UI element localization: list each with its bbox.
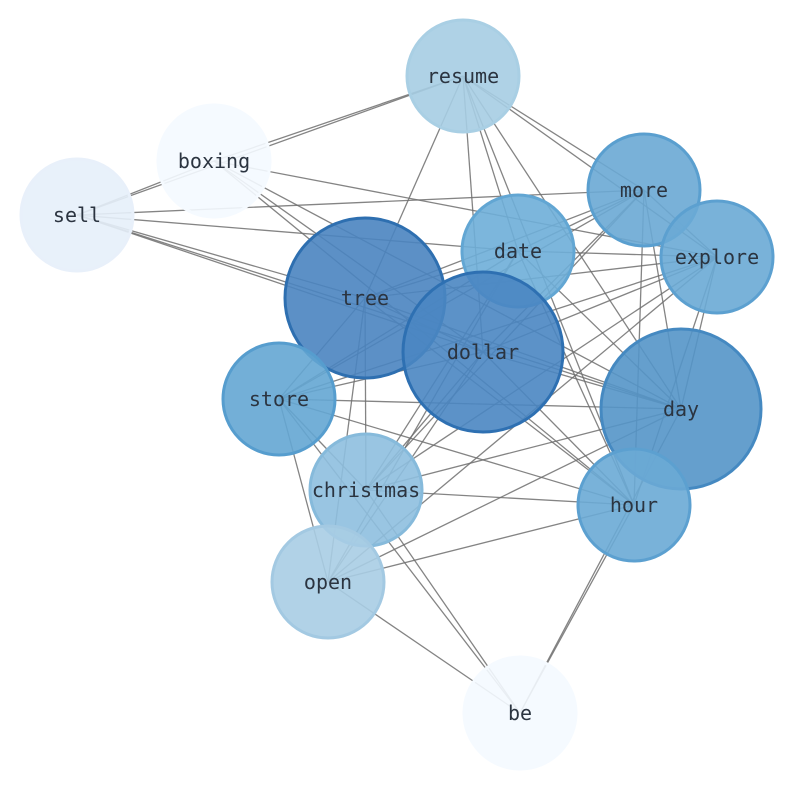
edge-resume-sell <box>76 75 464 216</box>
node-label-boxing: boxing <box>178 149 250 173</box>
node-boxing[interactable]: boxing <box>156 103 272 219</box>
node-label-explore: explore <box>675 245 759 269</box>
node-circle-hour <box>576 447 692 563</box>
node-label-day: day <box>663 397 699 421</box>
node-layer: resume boxing sell more date explore tree dolla… <box>19 18 775 771</box>
node-label-be: be <box>508 701 532 725</box>
node-circle-open <box>270 524 386 640</box>
node-hour[interactable]: hour <box>576 447 692 563</box>
node-label-christmas: christmas <box>312 478 420 502</box>
node-label-sell: sell <box>53 203 101 227</box>
node-label-date: date <box>494 239 542 263</box>
node-resume[interactable]: resume <box>405 18 521 134</box>
node-label-more: more <box>620 178 668 202</box>
node-more[interactable]: more <box>586 132 702 248</box>
node-circle-explore <box>659 199 775 315</box>
node-label-open: open <box>304 570 352 594</box>
node-explore[interactable]: explore <box>659 199 775 315</box>
node-label-dollar: dollar <box>447 340 519 364</box>
node-store[interactable]: store <box>221 341 337 457</box>
edge-sell-more <box>76 189 645 216</box>
node-circle-store <box>221 341 337 457</box>
node-label-tree: tree <box>341 286 389 310</box>
node-circle-boxing <box>156 103 272 219</box>
node-circle-more <box>586 132 702 248</box>
node-label-hour: hour <box>610 493 658 517</box>
edge-store-hour <box>278 398 635 506</box>
node-circle-resume <box>405 18 521 134</box>
node-circle-be <box>462 655 578 771</box>
node-label-resume: resume <box>427 64 499 88</box>
node-label-store: store <box>249 387 309 411</box>
node-dollar[interactable]: dollar <box>401 270 565 434</box>
node-circle-dollar <box>401 270 565 434</box>
node-christmas[interactable]: christmas <box>308 432 424 548</box>
edge-store-be <box>278 398 521 714</box>
node-sell[interactable]: sell <box>19 157 135 273</box>
node-be[interactable]: be <box>462 655 578 771</box>
node-circle-sell <box>19 157 135 273</box>
node-open[interactable]: open <box>270 524 386 640</box>
edge-sell-date <box>76 214 519 252</box>
